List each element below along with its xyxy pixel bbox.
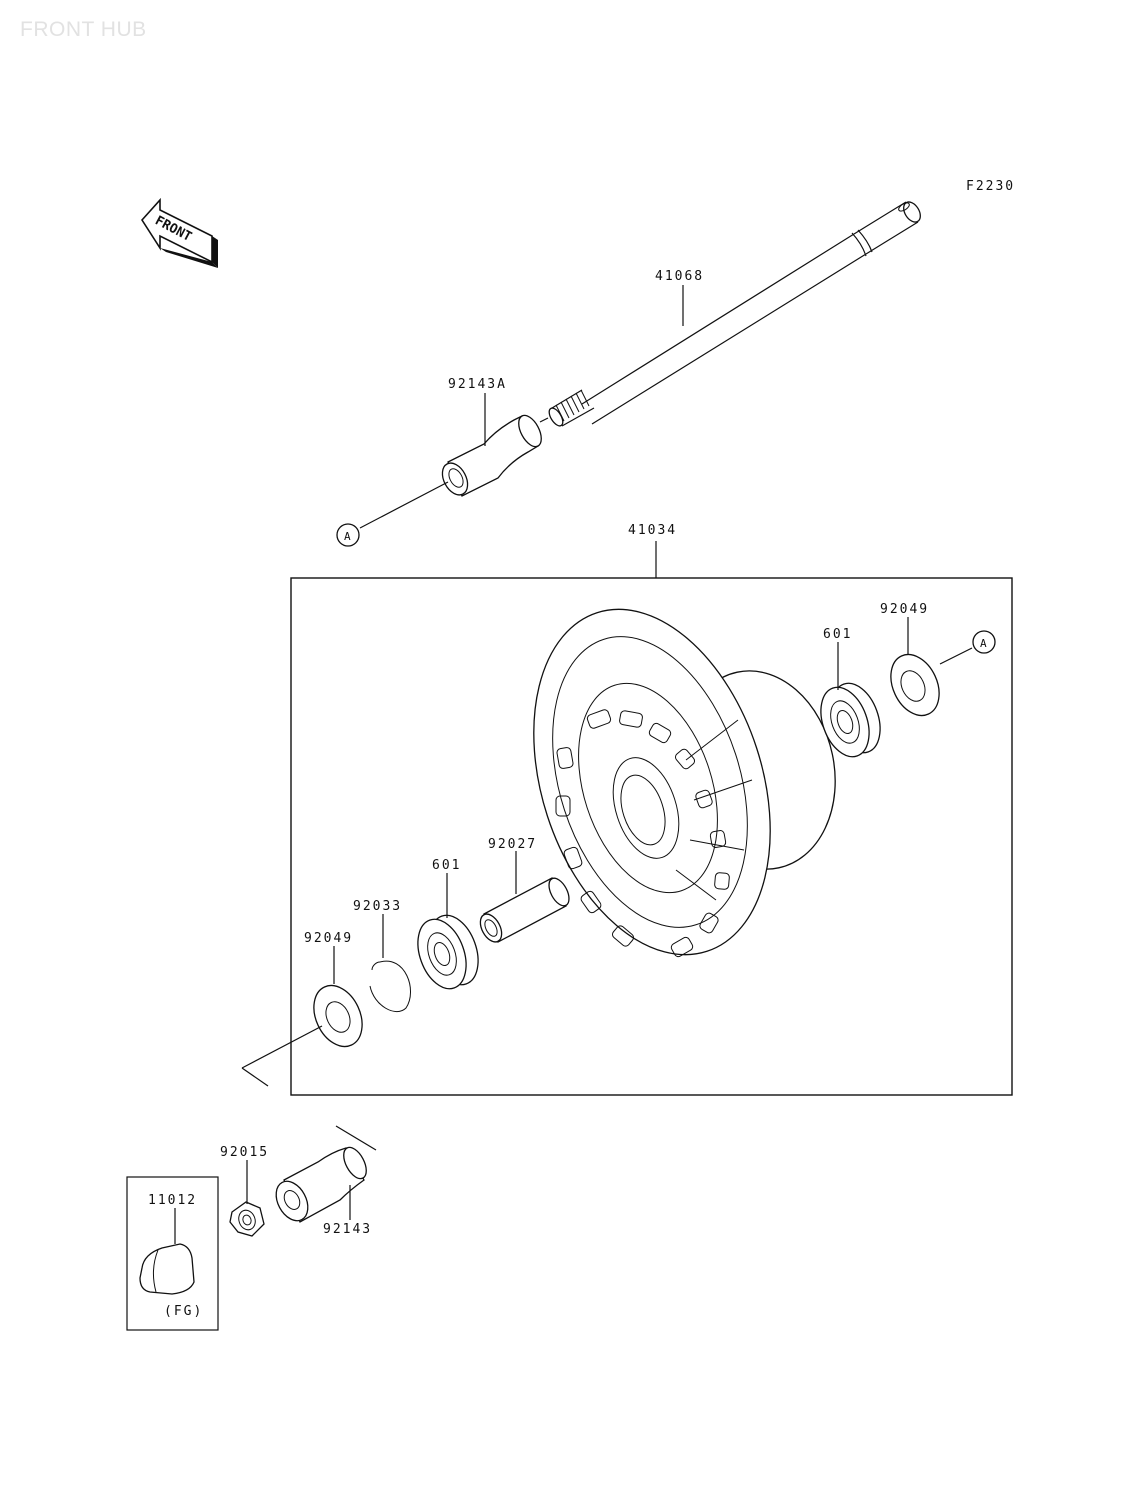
- cap-11012: [139, 1243, 195, 1295]
- seal-right-92049: [890, 653, 940, 717]
- hub-assembly-box: [290, 577, 1013, 1096]
- callout-601-right: 601: [823, 627, 852, 642]
- callout-41068: 41068: [655, 269, 704, 284]
- ref-marker-a-right: [972, 630, 996, 654]
- circlip-92033: [369, 960, 411, 1013]
- cap-box: [126, 1176, 219, 1331]
- cap-variant-label: (FG): [164, 1304, 203, 1319]
- callout-92143a: 92143A: [448, 377, 507, 392]
- front-arrow-icon: FRONT: [140, 197, 218, 268]
- callout-601-left: 601: [432, 858, 461, 873]
- callout-92049-left: 92049: [304, 931, 353, 946]
- axle-41068: [548, 201, 921, 427]
- collar-92143a: [441, 414, 542, 497]
- callout-92049-right: 92049: [880, 602, 929, 617]
- callout-92143: 92143: [323, 1222, 372, 1237]
- ref-a-top-label: A: [344, 530, 351, 543]
- ref-marker-a-top: [336, 523, 360, 547]
- page-title: FRONT HUB: [20, 18, 147, 41]
- bearing-left-601: [417, 914, 479, 990]
- hub-41034: [533, 608, 836, 958]
- collar-92143: [275, 1146, 367, 1223]
- nut-92015: [229, 1201, 265, 1237]
- callout-92033: 92033: [353, 899, 402, 914]
- callout-41034: 41034: [628, 523, 677, 538]
- ref-a-right-label: A: [980, 637, 987, 650]
- figure-code: F2230: [966, 179, 1015, 194]
- callout-92015: 92015: [220, 1145, 269, 1160]
- callout-92027: 92027: [488, 837, 537, 852]
- seal-left-92049: [313, 984, 363, 1048]
- spacer-92027: [479, 877, 570, 943]
- callout-11012: 11012: [148, 1193, 197, 1208]
- bearing-right-601: [820, 682, 881, 758]
